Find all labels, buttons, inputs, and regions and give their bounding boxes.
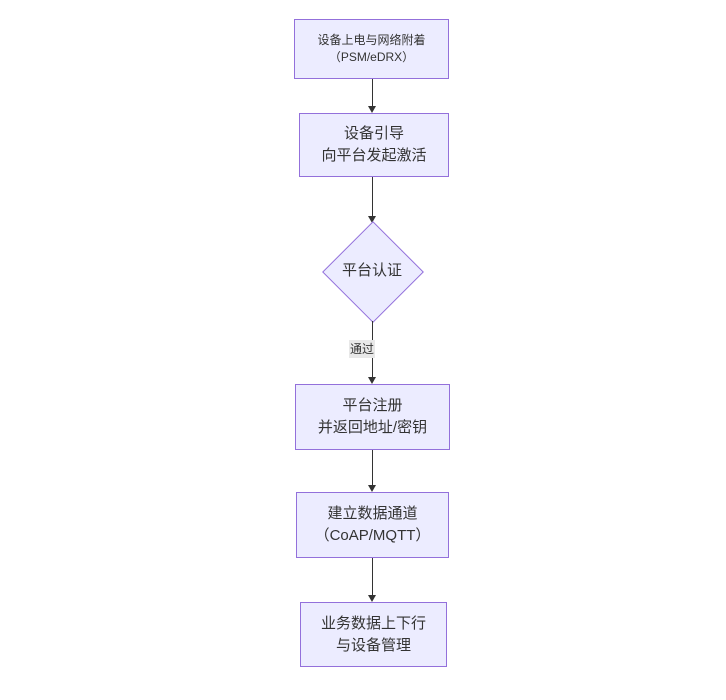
node-text-line: 平台认证 <box>341 262 402 279</box>
node-text-line: 设备上电与网络附着 <box>317 33 426 47</box>
node-text-line: 并返回地址/密钥 <box>317 419 428 436</box>
decision-platform-auth: 平台认证 <box>321 221 424 323</box>
arrow-down-icon <box>368 595 376 602</box>
node-text-line: 向平台发起激活 <box>321 147 427 164</box>
node-device-bootstrap: 设备引导 向平台发起激活 <box>299 113 449 177</box>
arrow-line <box>372 558 373 595</box>
node-platform-register: 平台注册 并返回地址/密钥 <box>295 384 450 450</box>
arrow-down-icon <box>368 377 376 384</box>
arrow-down-icon <box>368 106 376 113</box>
node-text-line: 平台注册 <box>342 397 403 414</box>
arrow-line <box>372 450 373 485</box>
node-text-line: 建立数据通道 <box>327 505 418 522</box>
node-business-data-mgmt: 业务数据上下行 与设备管理 <box>300 602 447 667</box>
node-device-power-attach: 设备上电与网络附着 （PSM/eDRX） <box>294 19 449 79</box>
arrow-line <box>372 177 373 216</box>
arrow-down-icon <box>368 216 376 223</box>
node-text-line: 设备引导 <box>343 125 404 142</box>
arrow-line <box>372 79 373 106</box>
edge-label-pass: 通过 <box>349 340 376 358</box>
arrow-down-icon <box>368 485 376 492</box>
node-text-line: （CoAP/MQTT） <box>314 527 431 544</box>
node-text-line: （PSM/eDRX） <box>328 50 415 64</box>
node-text-line: 业务数据上下行 <box>320 614 426 632</box>
node-data-channel: 建立数据通道 （CoAP/MQTT） <box>296 492 449 558</box>
node-text-line: 与设备管理 <box>335 636 411 654</box>
